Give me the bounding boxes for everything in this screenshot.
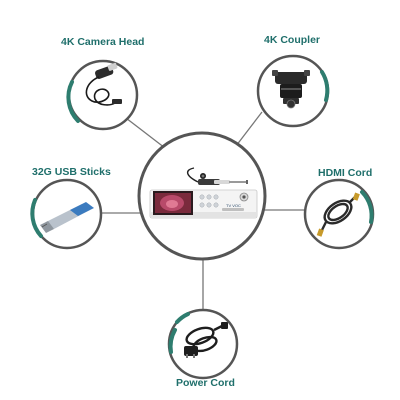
power-cord-label: Power Cord <box>176 377 235 389</box>
usb-label: 32G USB Sticks <box>32 166 111 178</box>
coupler-node <box>256 54 330 128</box>
connector-coupler <box>235 111 263 147</box>
camera-head-node <box>66 59 139 131</box>
center-node: TV VOC <box>137 131 267 261</box>
usb-stick-icon <box>40 202 94 233</box>
hdmi-label: HDMI Cord <box>318 167 373 179</box>
hdmi-node <box>303 178 375 250</box>
connector-camera <box>125 117 166 149</box>
power-cord-node <box>167 308 239 380</box>
usb-node <box>30 178 103 250</box>
coupler-label: 4K Coupler <box>264 34 321 46</box>
connector-lines <box>101 111 305 312</box>
camera-head-label: 4K Camera Head <box>61 36 145 48</box>
endoscope-console: TV VOC <box>149 167 258 219</box>
mounted-camera-head <box>187 167 248 185</box>
console-buttons <box>199 194 219 208</box>
brand-text: TV VOC <box>226 203 241 208</box>
coupler-icon <box>272 70 310 109</box>
camera-head-icon <box>85 62 122 106</box>
